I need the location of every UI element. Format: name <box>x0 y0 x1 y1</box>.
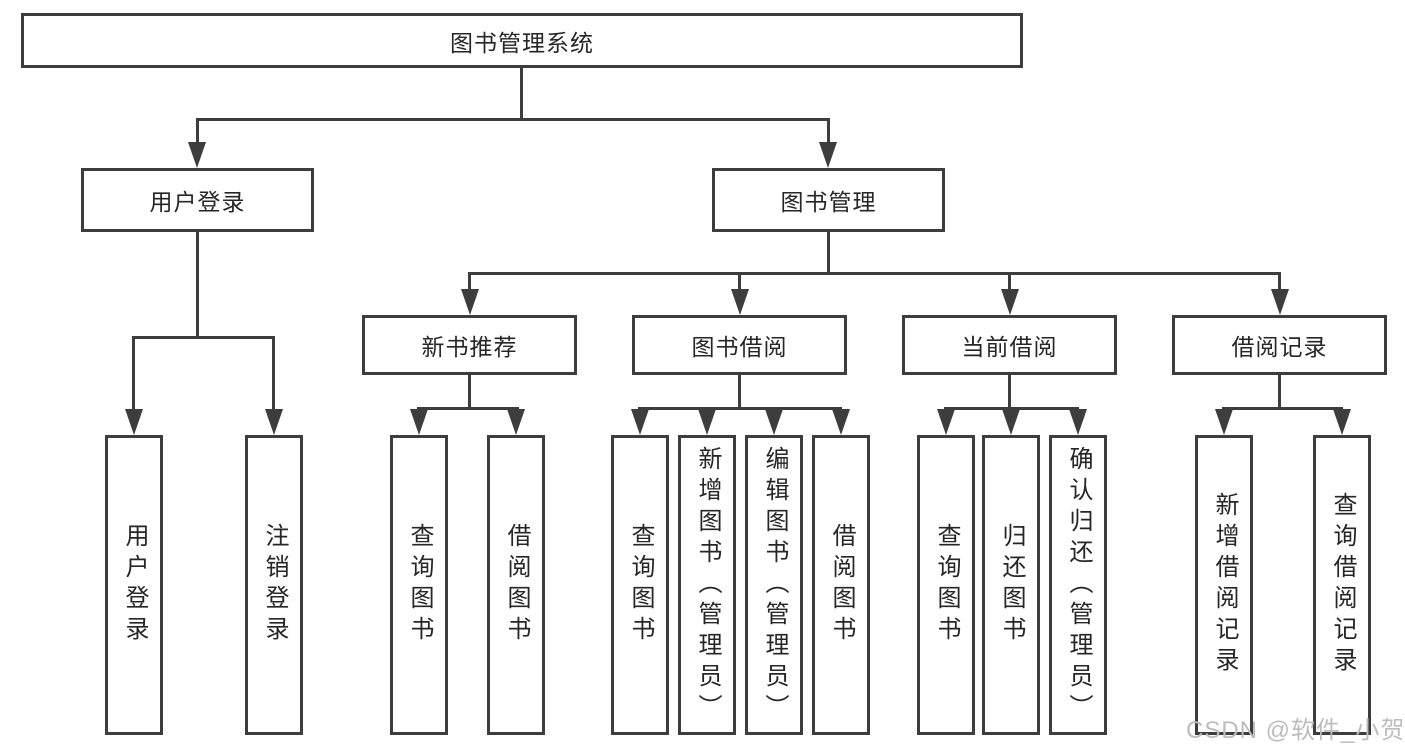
arrowhead-bb-add <box>698 409 716 435</box>
node-book-borrow: 图书借阅 <box>632 315 847 375</box>
connector-bookmgmt-bus <box>468 272 1281 275</box>
connector-current-stem <box>1008 375 1011 407</box>
arrowhead-current <box>1001 289 1019 315</box>
node-borrow-records: 借阅记录 <box>1172 315 1387 375</box>
arrowhead-bb-query <box>631 409 649 435</box>
leaf-cb-return-books: 归还图书 <box>982 435 1040 735</box>
connector-userlogin-stem <box>196 232 199 336</box>
arrowhead-cb-confirm <box>1069 409 1087 435</box>
leaf-nb-borrow-books: 借阅图书 <box>487 435 545 735</box>
connector-root-stem <box>520 68 523 118</box>
connector-drop-book-mgmt <box>827 118 830 144</box>
arrowhead-rec-add <box>1215 409 1233 435</box>
node-book-management: 图书管理 <box>712 168 945 232</box>
arrowhead-records <box>1271 289 1289 315</box>
leaf-rec-add-record: 新增借阅记录 <box>1195 435 1253 735</box>
leaf-bb-borrow-books: 借阅图书 <box>812 435 870 735</box>
leaf-cb-query-books: 查询图书 <box>917 435 975 735</box>
node-new-book-recommend: 新书推荐 <box>362 315 577 375</box>
connector-drop-logout <box>272 336 275 411</box>
leaf-cb-confirm-return-admin: 确认归还（管理员） <box>1049 435 1107 735</box>
connector-bookmgmt-stem <box>827 232 830 272</box>
connector-borrow-bus <box>638 407 842 410</box>
arrowhead-rec-query <box>1333 409 1351 435</box>
node-current-borrow: 当前借阅 <box>902 315 1117 375</box>
connector-drop-current <box>1008 272 1011 291</box>
arrowhead-newbooks <box>461 289 479 315</box>
connector-records-stem <box>1278 375 1281 407</box>
connector-userlogin-bus <box>132 336 275 339</box>
arrowhead-user-login <box>188 142 206 168</box>
arrowhead-bb-borrow <box>832 409 850 435</box>
arrowhead-book-mgmt <box>819 142 837 168</box>
leaf-nb-query-books: 查询图书 <box>390 435 448 735</box>
csdn-watermark: CSDN @软件_小贺同学 <box>1186 717 1405 744</box>
node-library-system: 图书管理系统 <box>21 13 1023 68</box>
leaf-bb-edit-books-admin: 编辑图书（管理员） <box>745 435 803 735</box>
connector-drop-login <box>132 336 135 411</box>
leaf-bb-add-books-admin: 新增图书（管理员） <box>678 435 736 735</box>
connector-drop-user-login <box>196 118 199 144</box>
arrowhead-logout <box>265 409 283 435</box>
connector-root-bus <box>196 118 830 121</box>
connector-drop-records <box>1278 272 1281 291</box>
arrowhead-borrow <box>731 289 749 315</box>
connector-borrow-stem <box>738 375 741 407</box>
leaf-logout: 注销登录 <box>245 435 303 735</box>
leaf-user-login: 用户登录 <box>105 435 163 735</box>
arrowhead-bb-edit <box>765 409 783 435</box>
connector-drop-borrow <box>738 272 741 291</box>
arrowhead-login <box>125 409 143 435</box>
arrowhead-cb-query <box>937 409 955 435</box>
node-user-login: 用户登录 <box>81 168 314 232</box>
arrowhead-cb-return <box>1002 409 1020 435</box>
arrowhead-nb-borrow <box>507 409 525 435</box>
connector-newbooks-stem <box>468 375 471 407</box>
connector-current-bus <box>944 407 1079 410</box>
arrowhead-nb-query <box>410 409 428 435</box>
connector-newbooks-bus <box>417 407 519 410</box>
leaf-bb-query-books: 查询图书 <box>611 435 669 735</box>
connector-drop-newbooks <box>468 272 471 291</box>
leaf-rec-query-record: 查询借阅记录 <box>1313 435 1371 735</box>
connector-records-bus <box>1222 407 1343 410</box>
